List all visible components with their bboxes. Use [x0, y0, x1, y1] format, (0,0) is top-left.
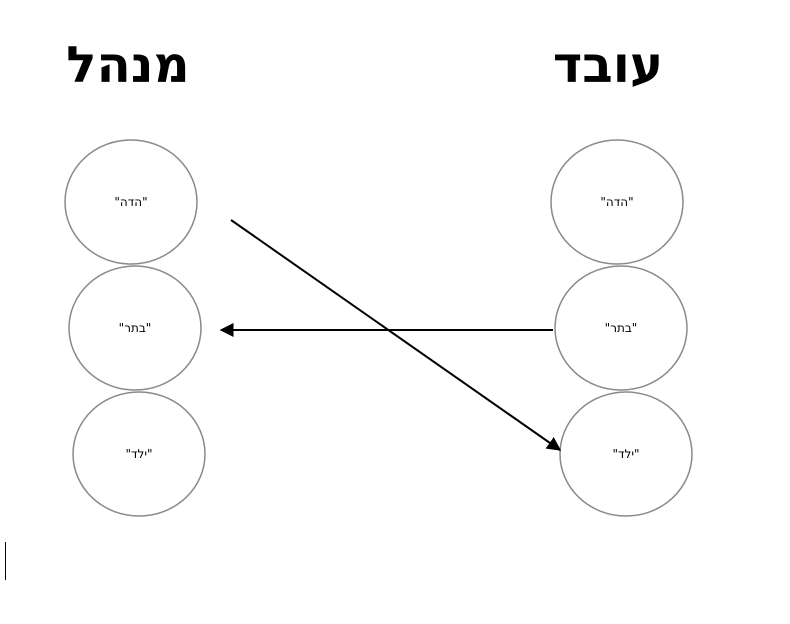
right-column-title: עובד — [553, 36, 663, 94]
left-node: "בתר" — [68, 265, 202, 391]
right-node-label: "בתר" — [605, 321, 638, 335]
left-node-circle — [64, 139, 198, 265]
left-column-title: מנהל — [66, 36, 189, 94]
right-node: "הדה" — [550, 139, 684, 265]
text-cursor — [5, 542, 6, 580]
left-node-circle — [72, 391, 206, 517]
right-node: "ילד" — [559, 391, 693, 517]
arrow-left-top-to-right-bottom — [230, 219, 562, 451]
left-node: "ילד" — [72, 391, 206, 517]
right-node: "בתר" — [554, 265, 688, 391]
left-node-label: "ילד" — [125, 447, 152, 461]
right-node-circle — [550, 139, 684, 265]
left-node-circle — [68, 265, 202, 391]
right-node-label: "הדה" — [600, 195, 633, 209]
left-node-label: "הדה" — [114, 195, 147, 209]
right-node-circle — [554, 265, 688, 391]
left-node-label: "בתר" — [119, 321, 152, 335]
left-node: "הדה" — [64, 139, 198, 265]
right-node-circle — [559, 391, 693, 517]
right-node-label: "ילד" — [612, 447, 639, 461]
